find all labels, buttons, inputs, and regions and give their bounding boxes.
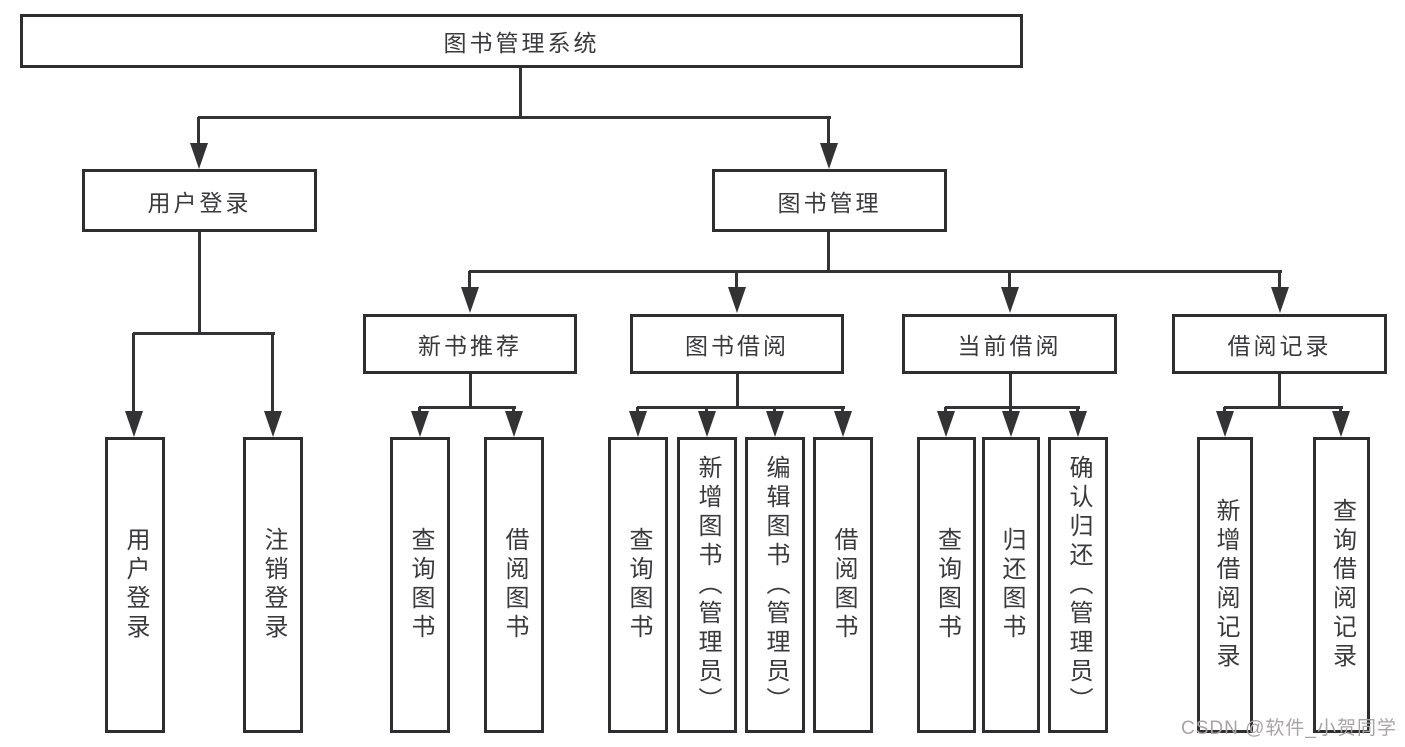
leaf-logout-login: 注销登录	[243, 437, 303, 733]
leaf-query-borrow-record: 查询借阅记录	[1313, 437, 1370, 733]
connector-line	[519, 68, 522, 118]
connector-arrow-down	[505, 407, 523, 437]
arrow-shaft	[271, 333, 274, 415]
node-library-system: 图书管理系统	[20, 14, 1023, 68]
connector-line	[469, 270, 1282, 273]
connector-line	[469, 374, 472, 408]
leaf-edit-book-admin: 编辑图书（管理员）	[745, 437, 805, 733]
leaf-query-books-borrowing: 查询图书	[608, 437, 668, 733]
leaf-return-books: 归还图书	[982, 437, 1040, 733]
connector-line	[1278, 374, 1281, 408]
node-new-book-recommend: 新书推荐	[363, 314, 577, 374]
connector-line	[827, 232, 830, 272]
node-current-borrowing: 当前借阅	[902, 314, 1117, 374]
connector-arrow-down	[766, 407, 784, 437]
leaf-confirm-return-admin: 确认归还（管理员）	[1048, 437, 1108, 733]
connector-arrow-down	[1069, 407, 1087, 437]
leaf-user-login: 用户登录	[105, 437, 165, 733]
arrowhead-icon	[728, 287, 746, 313]
arrowhead-icon	[461, 287, 479, 313]
csdn-watermark: CSDN @软件_小贺同学	[1181, 718, 1397, 739]
arrowhead-icon	[1002, 411, 1020, 437]
arrowhead-icon	[766, 411, 784, 437]
connector-line	[1224, 406, 1343, 409]
arrowhead-icon	[505, 411, 523, 437]
leaf-borrow-books-newbook: 借阅图书	[484, 437, 544, 733]
leaf-borrow-books-borrowing: 借阅图书	[813, 437, 873, 733]
connector-line	[1009, 374, 1012, 408]
connector-arrow-down	[461, 271, 479, 313]
arrowhead-icon	[1001, 287, 1019, 313]
arrow-shaft	[735, 271, 738, 291]
node-borrowing-records: 借阅记录	[1172, 314, 1387, 374]
arrow-shaft	[1278, 271, 1281, 291]
arrow-shaft	[1008, 271, 1011, 291]
connector-arrow-down	[264, 333, 282, 437]
connector-arrow-down	[728, 271, 746, 313]
leaf-add-book-admin: 新增图书（管理员）	[677, 437, 737, 733]
connector-line	[198, 116, 831, 119]
connector-arrow-down	[1002, 407, 1020, 437]
leaf-query-books-current: 查询图书	[917, 437, 976, 733]
connector-arrow-down	[937, 407, 955, 437]
arrowhead-icon	[1271, 287, 1289, 313]
connector-line	[198, 232, 201, 335]
connector-line	[637, 406, 845, 409]
arrow-shaft	[468, 271, 471, 291]
connector-line	[133, 332, 275, 335]
arrowhead-icon	[1332, 411, 1350, 437]
connector-arrow-down	[1001, 271, 1019, 313]
connector-arrow-down	[411, 407, 429, 437]
connector-line	[419, 406, 516, 409]
connector-arrow-down	[1332, 407, 1350, 437]
arrow-shaft	[132, 333, 135, 415]
connector-arrow-down	[629, 407, 647, 437]
node-user-login: 用户登录	[82, 169, 317, 232]
arrowhead-icon	[190, 143, 208, 169]
connector-arrow-down	[125, 333, 143, 437]
leaf-add-borrow-record: 新增借阅记录	[1197, 437, 1253, 733]
connector-arrow-down	[820, 117, 838, 169]
arrowhead-icon	[629, 411, 647, 437]
connector-arrow-down	[1216, 407, 1234, 437]
connector-arrow-down	[190, 117, 208, 169]
connector-line	[945, 406, 1080, 409]
connector-line	[736, 374, 739, 408]
arrow-shaft	[197, 117, 200, 147]
arrowhead-icon	[1069, 411, 1087, 437]
connector-arrow-down	[698, 407, 716, 437]
arrowhead-icon	[834, 411, 852, 437]
connector-arrow-down	[1271, 271, 1289, 313]
arrowhead-icon	[1216, 411, 1234, 437]
arrow-shaft	[827, 117, 830, 147]
arrowhead-icon	[698, 411, 716, 437]
node-book-borrowing: 图书借阅	[630, 314, 844, 374]
arrowhead-icon	[820, 143, 838, 169]
arrowhead-icon	[937, 411, 955, 437]
arrowhead-icon	[411, 411, 429, 437]
connector-arrow-down	[834, 407, 852, 437]
arrowhead-icon	[264, 411, 282, 437]
node-book-management: 图书管理	[712, 169, 947, 232]
leaf-query-books-newbook: 查询图书	[390, 437, 450, 733]
arrowhead-icon	[125, 411, 143, 437]
